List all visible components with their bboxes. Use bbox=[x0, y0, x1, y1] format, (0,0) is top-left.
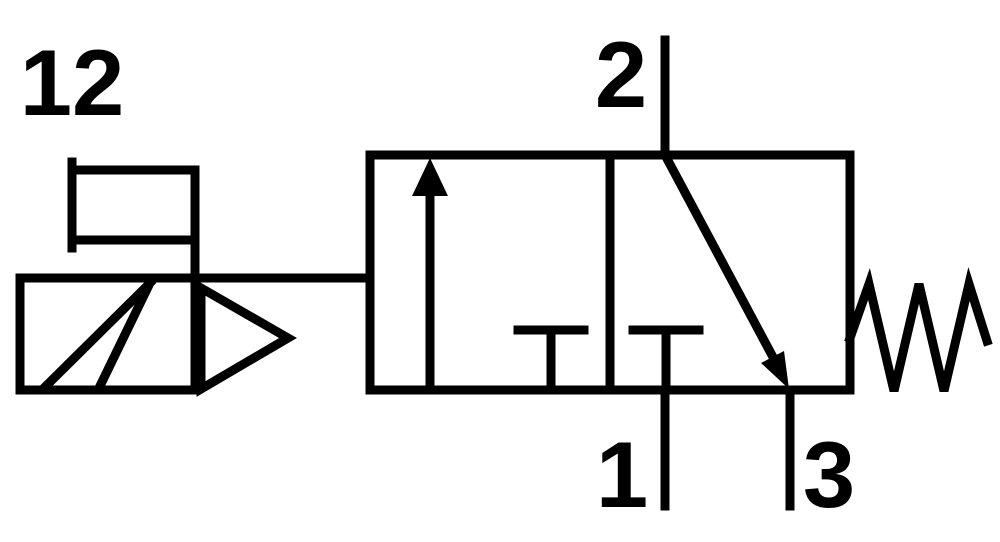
port-label-2: 2 bbox=[595, 22, 647, 127]
port-label-1: 1 bbox=[596, 422, 648, 527]
port-label-12: 12 bbox=[20, 30, 125, 135]
solenoid-coil-diagonal-1 bbox=[39, 276, 157, 393]
flow-arrow-up-head bbox=[412, 158, 448, 196]
solenoid-coil-diagonal-2 bbox=[93, 276, 157, 393]
spring-return-icon bbox=[844, 267, 993, 393]
pilot-triangle-icon bbox=[196, 280, 297, 397]
schematic-strokes bbox=[15, 35, 993, 511]
flow-arrow-diagonal-head bbox=[761, 351, 789, 389]
port-label-3: 3 bbox=[803, 422, 855, 527]
solenoid-coil-box bbox=[15, 273, 200, 395]
flow-arrow-diagonal-shaft bbox=[658, 148, 781, 366]
